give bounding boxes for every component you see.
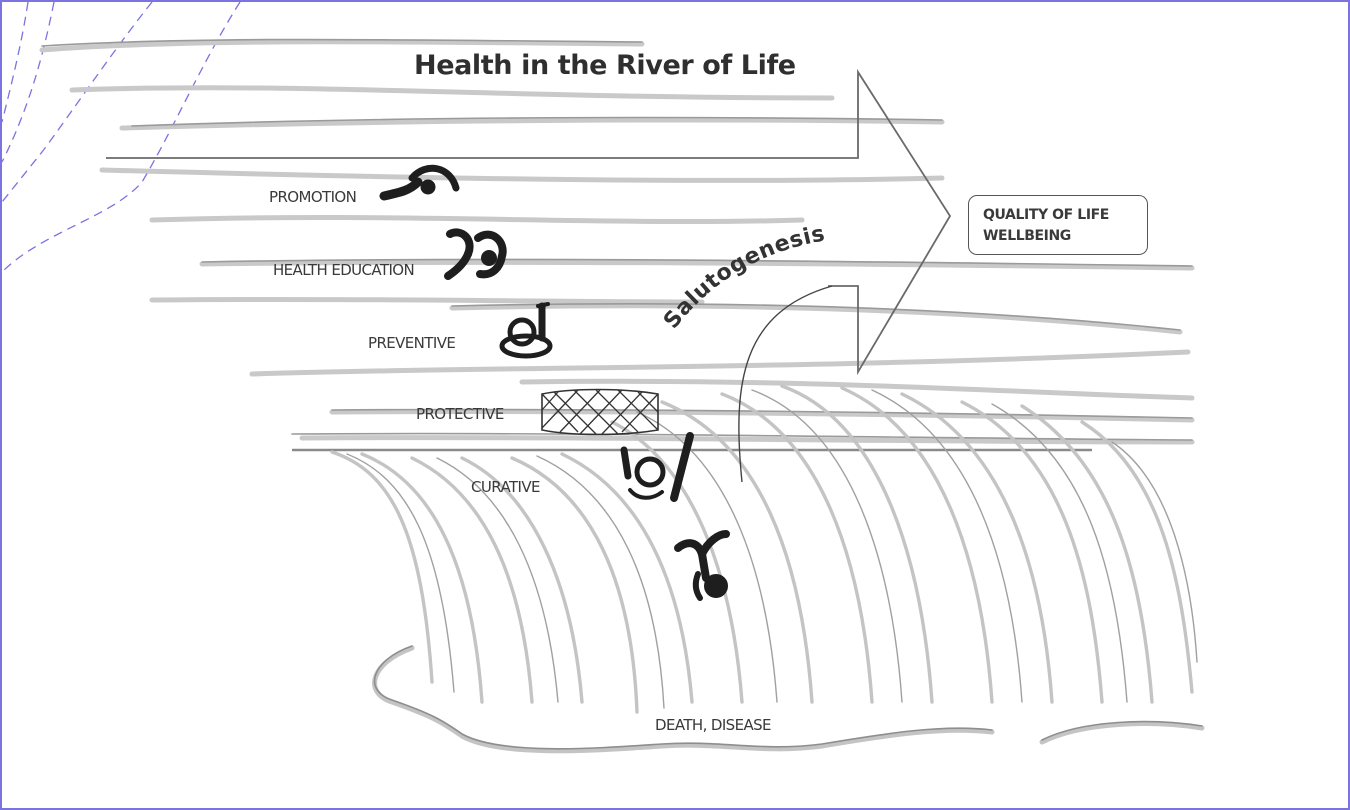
outcome-box: QUALITY OF LIFE WELLBEING (968, 195, 1148, 255)
swimmer-icon (384, 168, 456, 196)
salutogenesis-label: Salutogenesis (659, 221, 827, 333)
rescued-person-icon (624, 436, 690, 498)
label-preventive: PREVENTIVE (368, 334, 455, 352)
outcome-line-2: WELLBEING (983, 226, 1147, 247)
label-curative: CURATIVE (471, 478, 540, 496)
waterfall (332, 386, 1197, 712)
pool-outline (375, 646, 1202, 751)
label-health-education: HEALTH EDUCATION (273, 261, 414, 279)
learning-swimmer-icon (448, 232, 503, 276)
life-ring-swimmer-icon (502, 304, 550, 356)
outcome-line-1: QUALITY OF LIFE (983, 205, 1147, 226)
falling-person-icon (678, 534, 727, 598)
label-death-disease: DEATH, DISEASE (655, 716, 771, 734)
page-title: Health in the River of Life (414, 50, 796, 81)
label-promotion: PROMOTION (269, 188, 356, 206)
label-protective: PROTECTIVE (416, 405, 504, 423)
